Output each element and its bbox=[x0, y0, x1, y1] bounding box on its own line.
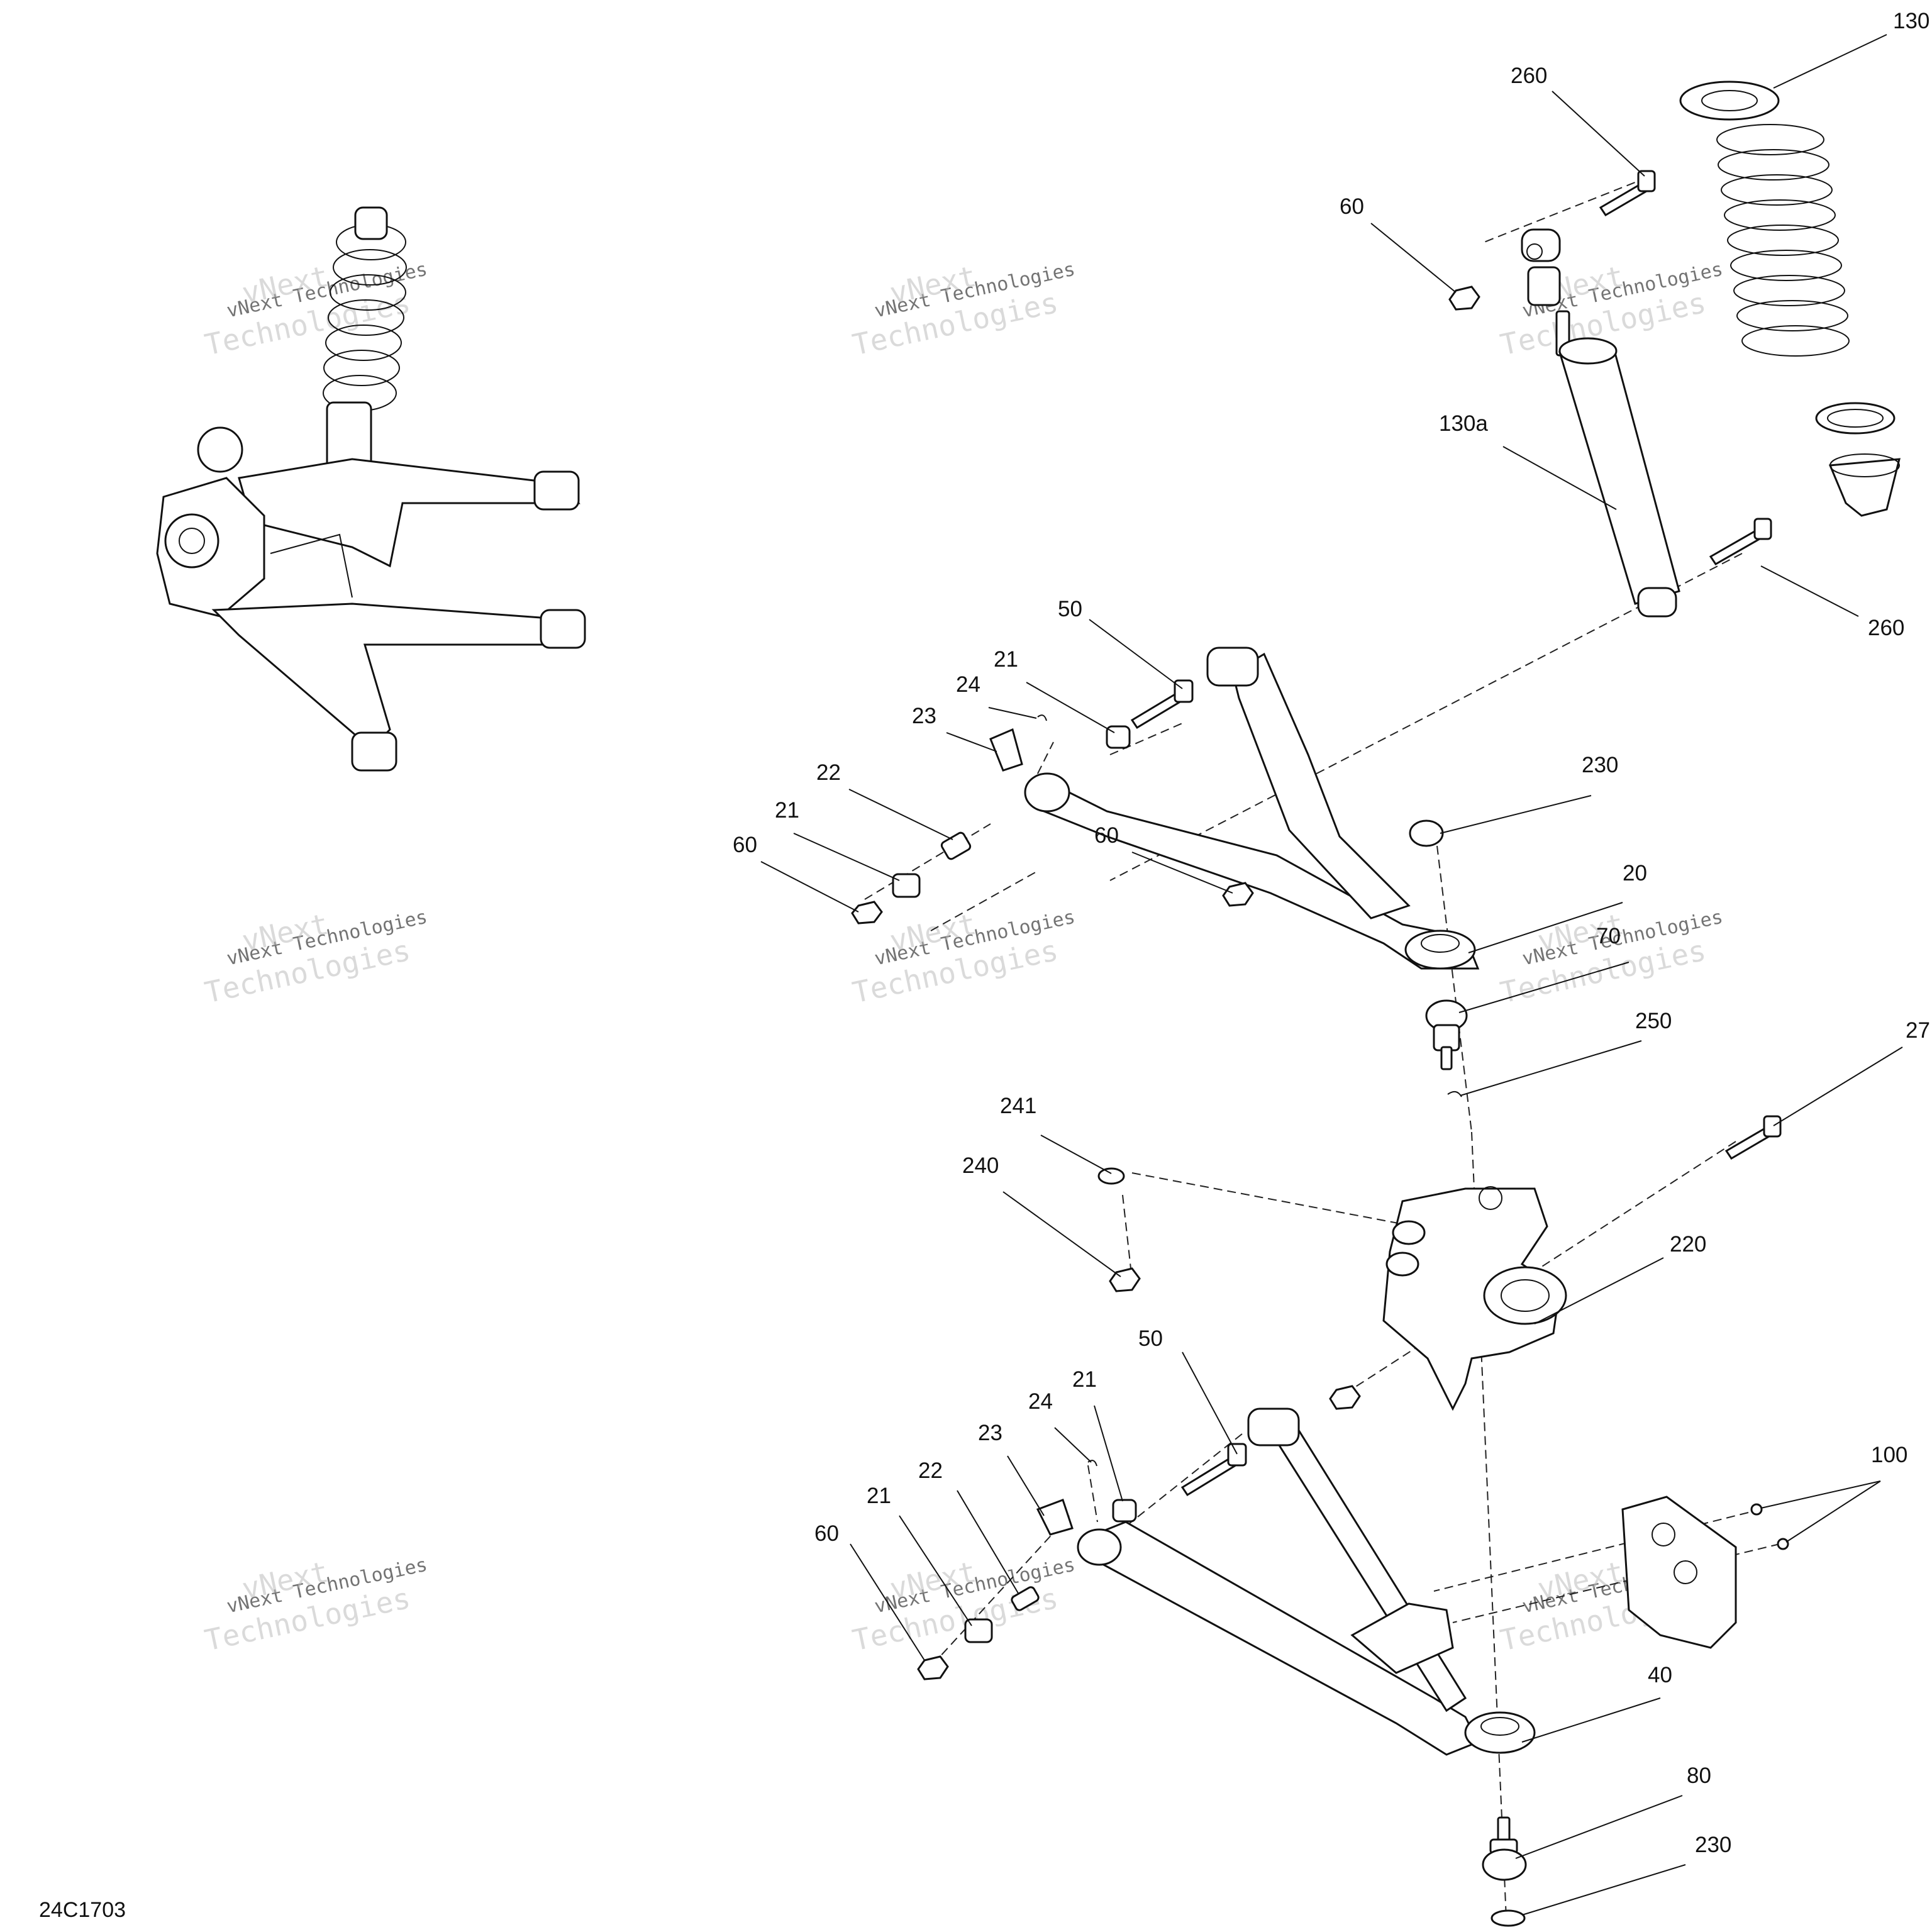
lower-ball-joint bbox=[1482, 1816, 1527, 1927]
bolt-260-top bbox=[1599, 170, 1656, 217]
sleeve-22-upper bbox=[940, 831, 972, 860]
coil-spring bbox=[1716, 124, 1850, 357]
callout-240: 240 bbox=[962, 1153, 999, 1178]
clip-24-lower bbox=[1087, 1460, 1097, 1467]
overview-coil-spring bbox=[323, 206, 407, 473]
callout-21: 21 bbox=[994, 647, 1018, 672]
callout-230: 230 bbox=[1695, 1833, 1731, 1857]
knuckle bbox=[1382, 1186, 1567, 1411]
callout-27: 27 bbox=[1906, 1018, 1930, 1043]
callout-23: 23 bbox=[978, 1421, 1002, 1445]
callout-100: 100 bbox=[1871, 1443, 1907, 1467]
callout-241: 241 bbox=[1000, 1094, 1036, 1118]
screw-100-b bbox=[1777, 1538, 1789, 1550]
shock-absorber bbox=[1521, 228, 1680, 618]
callout-260: 260 bbox=[1511, 64, 1547, 88]
callout-250: 250 bbox=[1635, 1009, 1672, 1033]
callout-23: 23 bbox=[912, 704, 936, 728]
callout-60: 60 bbox=[814, 1521, 839, 1546]
nut-60-upper-rear bbox=[851, 901, 883, 924]
nut-60-upper-front bbox=[1222, 882, 1254, 907]
callout-70: 70 bbox=[1596, 924, 1621, 948]
callout-labels: 130 260 60 130a 260 50 21 24 23 22 21 60… bbox=[733, 9, 1930, 1857]
watermark: vNext Technologies vNext Technologies bbox=[202, 906, 430, 1010]
guard-plate bbox=[1621, 1496, 1789, 1649]
callout-21: 21 bbox=[775, 798, 799, 823]
circlip-230-upper bbox=[1409, 819, 1444, 847]
nut-knuckle bbox=[1329, 1385, 1361, 1410]
watermark: vNext Technologies vNext Technologies bbox=[850, 258, 1077, 362]
callout-20: 20 bbox=[1623, 861, 1647, 886]
bushing-21-upper-rear bbox=[892, 873, 921, 898]
callout-21: 21 bbox=[867, 1484, 891, 1508]
spring-seat-top bbox=[1679, 80, 1780, 121]
clip-24-upper bbox=[1037, 714, 1047, 721]
callout-60: 60 bbox=[1094, 823, 1119, 848]
callout-130a: 130a bbox=[1439, 411, 1488, 436]
screw-100-a bbox=[1750, 1503, 1763, 1516]
callout-220: 220 bbox=[1670, 1232, 1706, 1257]
callout-24: 24 bbox=[956, 672, 980, 697]
callout-21: 21 bbox=[1072, 1367, 1097, 1392]
watermark: vNext Technologies vNext Technologies bbox=[202, 1554, 430, 1658]
callout-60: 60 bbox=[733, 833, 757, 857]
upper-arm-hardware bbox=[851, 679, 1254, 924]
upper-a-arm bbox=[1024, 647, 1480, 970]
callout-60: 60 bbox=[1340, 194, 1364, 219]
callout-80: 80 bbox=[1687, 1763, 1711, 1788]
bolt-27 bbox=[1724, 1115, 1782, 1160]
assembled-suspension-overview bbox=[156, 206, 586, 772]
callout-130: 130 bbox=[1893, 9, 1929, 33]
bushing-21-lower bbox=[1112, 1499, 1137, 1523]
callout-22: 22 bbox=[816, 760, 841, 785]
callout-230: 230 bbox=[1582, 753, 1618, 777]
watermarks: vNext Technologies vNext Technologies vN… bbox=[202, 258, 1725, 1658]
overview-knuckle bbox=[156, 477, 265, 618]
watermark: vNext Technologies vNext Technologies bbox=[850, 1554, 1077, 1658]
leader-lines bbox=[760, 34, 1903, 1916]
bracket-23-lower bbox=[1036, 1499, 1074, 1536]
washer-nut-241-240 bbox=[1097, 1167, 1141, 1292]
drawing-code: 24C1703 bbox=[39, 1898, 126, 1922]
callout-24: 24 bbox=[1028, 1389, 1053, 1414]
nut-60-top bbox=[1448, 286, 1480, 311]
upper-ball-joint bbox=[1409, 819, 1468, 1097]
lower-arm-hardware bbox=[917, 1443, 1247, 1680]
cotter-pin-250 bbox=[1447, 1091, 1462, 1097]
circlip-230-lower bbox=[1491, 1909, 1526, 1927]
callout-50: 50 bbox=[1058, 597, 1082, 621]
bracket-23-upper bbox=[989, 728, 1023, 772]
lower-a-arm bbox=[1077, 1407, 1536, 1756]
sleeve-22-lower bbox=[1011, 1586, 1040, 1611]
callout-22: 22 bbox=[918, 1458, 943, 1483]
bolt-260-lower bbox=[1709, 518, 1772, 565]
callout-260: 260 bbox=[1868, 616, 1904, 640]
overview-lower-arm bbox=[211, 533, 586, 772]
exploded-parts bbox=[851, 80, 1901, 1927]
spring-retainer-ring bbox=[1815, 402, 1896, 435]
callout-40: 40 bbox=[1648, 1663, 1672, 1687]
nut-60-lower-rear bbox=[917, 1655, 949, 1680]
callout-50: 50 bbox=[1138, 1326, 1163, 1351]
spring-adjuster-collar bbox=[1828, 453, 1901, 517]
